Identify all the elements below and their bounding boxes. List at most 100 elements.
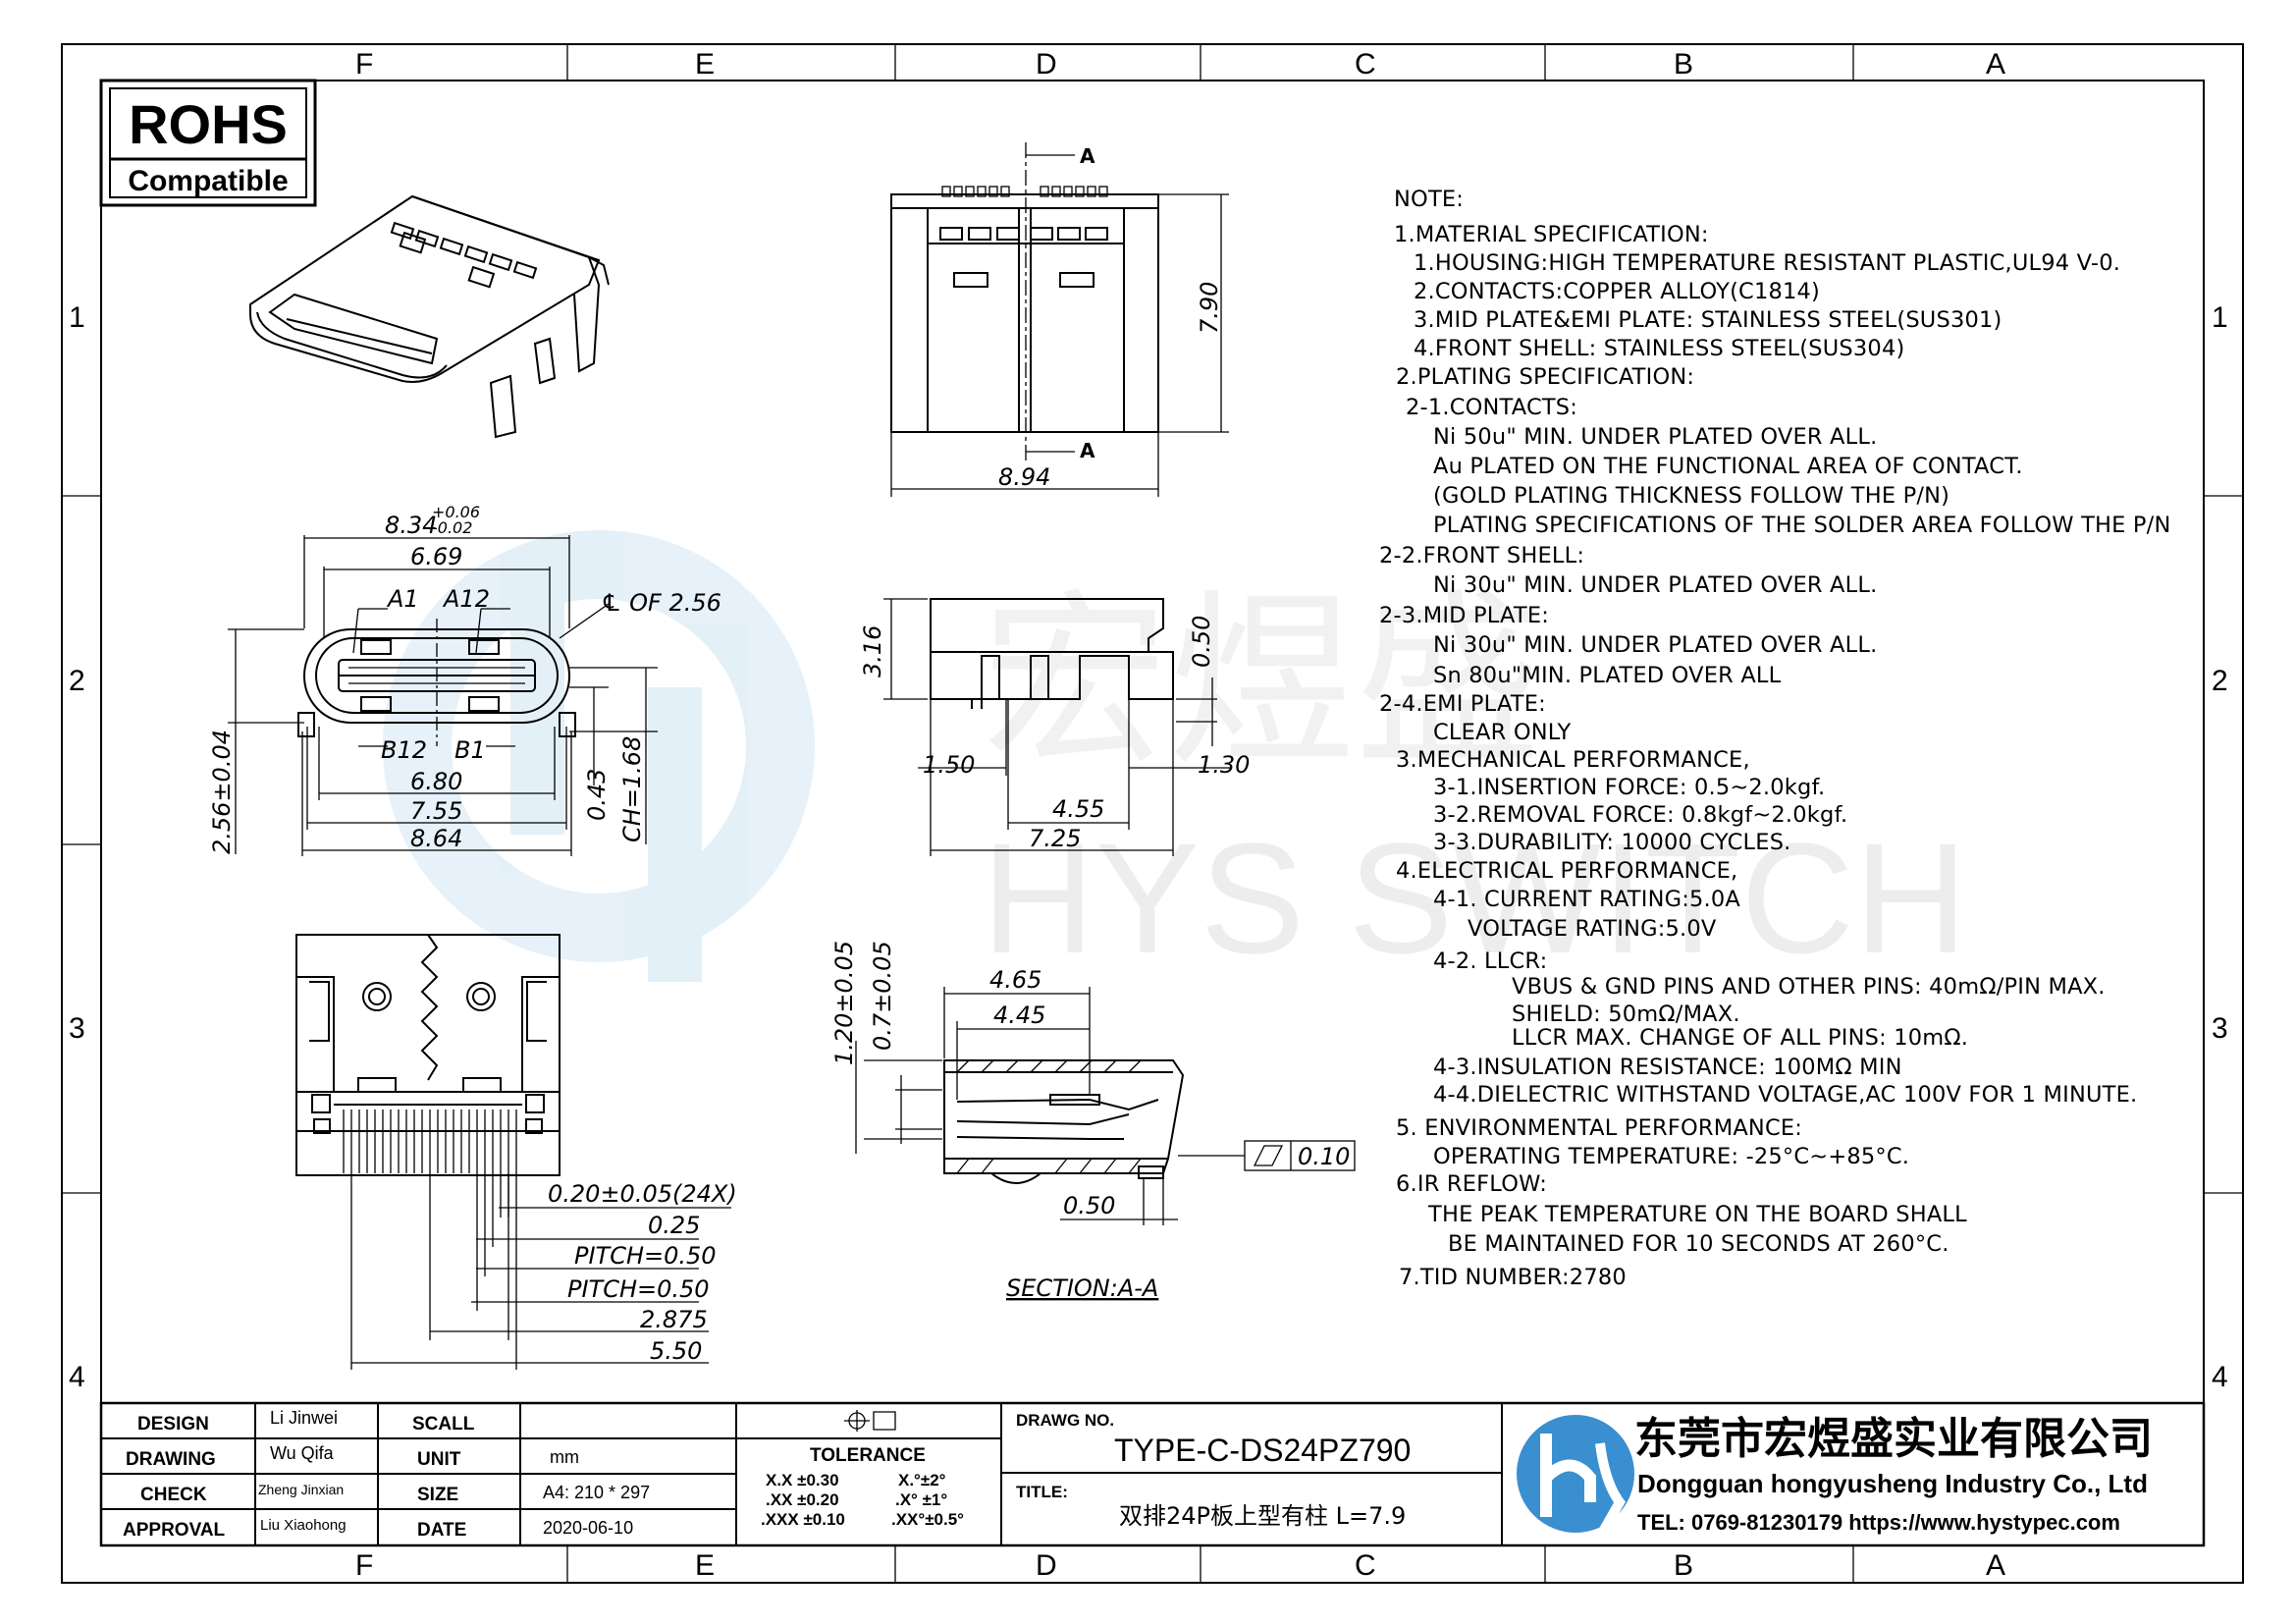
zone-col-bottom-c: C <box>1355 1549 1376 1582</box>
note-line-17: 2-4.EMI PLATE: <box>1379 691 1546 717</box>
outer-border <box>61 43 2244 1584</box>
notes-block: NOTE: 1.MATERIAL SPECIFICATION: 1.HOUSIN… <box>1379 187 2170 1290</box>
note-line-3: 2.CONTACTS:COPPER ALLOY(C1814) <box>1414 279 1820 304</box>
dim-3-16: 3.16 <box>859 625 886 677</box>
company-contact: TEL: 0769-81230179 https://www.hystypec.… <box>1637 1510 2120 1535</box>
zone-col-top-d: D <box>1036 48 1057 81</box>
note-line-37: 7.TID NUMBER:2780 <box>1399 1265 1627 1290</box>
dim-pin-width: 0.20±0.05(24X) <box>548 1180 737 1208</box>
note-line-13: Ni 30u" MIN. UNDER PLATED OVER ALL. <box>1433 572 1877 598</box>
company-logo <box>1513 1411 1638 1540</box>
note-line-30: 4-3.INSULATION RESISTANCE: 100MΩ MIN <box>1433 1055 1902 1080</box>
note-line-0: NOTE: <box>1394 187 1464 212</box>
scall-label: SCALL <box>412 1414 475 1435</box>
dim-7-90: 7.90 <box>1196 282 1223 334</box>
front-view-dims <box>228 535 658 856</box>
note-line-32: 5. ENVIRONMENTAL PERFORMANCE: <box>1396 1115 1802 1141</box>
dim-pitch-2: PITCH=0.50 <box>567 1275 710 1303</box>
note-line-14: 2-3.MID PLATE: <box>1379 603 1549 628</box>
note-line-11: PLATING SPECIFICATIONS OF THE SOLDER ARE… <box>1433 513 2170 538</box>
zone-row-left-3: 3 <box>69 1012 85 1045</box>
dim-5-50: 5.50 <box>650 1337 702 1365</box>
note-line-36: BE MAINTAINED FOR 10 SECONDS AT 260°C. <box>1448 1231 1949 1257</box>
dim-2-875: 2.875 <box>640 1306 708 1333</box>
top-view-pins <box>343 1110 517 1173</box>
top-view-labels: 0.20±0.05(24X) 0.25 PITCH=0.50 PITCH=0.5… <box>548 1180 737 1365</box>
note-line-18: CLEAR ONLY <box>1433 720 1572 745</box>
zone-row-left-1: 1 <box>69 301 85 334</box>
drawing-label: DRAWING <box>126 1449 216 1470</box>
front-view-labels: 8.34 +0.06 -0.02 6.69 A1 A12 ℄ OF 2.56 B… <box>208 503 721 854</box>
dim-6-69: 6.69 <box>410 543 462 570</box>
flatness-tolerance: 0.10 <box>1298 1143 1350 1170</box>
note-line-10: (GOLD PLATING THICKNESS FOLLOW THE P/N) <box>1433 483 1949 509</box>
zone-ticks <box>62 44 2243 1583</box>
top-view <box>295 934 561 1176</box>
dim-0-25: 0.25 <box>648 1212 700 1239</box>
design-label: DESIGN <box>137 1414 209 1435</box>
check-label: CHECK <box>140 1485 207 1505</box>
note-line-31: 4-4.DIELECTRIC WITHSTAND VOLTAGE,AC 100V… <box>1433 1082 2137 1108</box>
zone-row-right-1: 1 <box>2212 301 2228 334</box>
zone-col-top-e: E <box>695 48 715 81</box>
dim-8-34-plus: +0.06 <box>432 503 480 521</box>
title-block: DESIGN DRAWING CHECK APPROVAL SCALL UNIT… <box>99 1401 2206 1547</box>
note-line-20: 3-1.INSERTION FORCE: 0.5~2.0kgf. <box>1433 775 1825 800</box>
note-line-16: Sn 80u"MIN. PLATED OVER ALL <box>1433 663 1782 688</box>
section-mark-top: A <box>1080 144 1095 168</box>
tol-x: X.X ±0.30 <box>766 1471 839 1489</box>
note-line-12: 2-2.FRONT SHELL: <box>1379 543 1584 568</box>
section-label: SECTION:A-A <box>1006 1274 1158 1302</box>
note-line-25: VOLTAGE RATING:5.0V <box>1468 916 1717 942</box>
note-line-35: THE PEAK TEMPERATURE ON THE BOARD SHALL <box>1427 1202 1967 1227</box>
approval-label: APPROVAL <box>123 1520 226 1541</box>
dim-6-80: 6.80 <box>410 768 462 795</box>
top-right-view <box>890 193 1159 433</box>
date-value: 2020-06-10 <box>543 1518 633 1538</box>
top-right-labels: A A 7.90 8.94 <box>998 144 1223 491</box>
note-line-1: 1.MATERIAL SPECIFICATION: <box>1394 222 1709 247</box>
pin-b12: B12 <box>381 736 427 764</box>
zone-row-right-4: 4 <box>2212 1361 2228 1393</box>
zone-col-bottom-e: E <box>695 1549 715 1582</box>
note-line-21: 3-2.REMOVAL FORCE: 0.8kgf~2.0kgf. <box>1433 802 1847 828</box>
drawg-no-value: TYPE-C-DS24PZ790 <box>1114 1433 1411 1468</box>
pin-a1: A1 <box>386 585 419 613</box>
dim-ch-1-68: CH=1.68 <box>618 736 646 842</box>
tolerance-label: TOLERANCE <box>810 1445 926 1466</box>
dim-1-20: 1.20±0.05 <box>830 941 858 1065</box>
note-line-33: OPERATING TEMPERATURE: -25°C~+85°C. <box>1433 1144 1909 1169</box>
zone-row-left-4: 4 <box>69 1361 85 1393</box>
watermark-text: HYS SWITCH <box>982 810 1967 986</box>
note-line-29: LLCR MAX. CHANGE OF ALL PINS: 10mΩ. <box>1512 1025 1968 1051</box>
note-line-26: 4-2. LLCR: <box>1433 948 1547 974</box>
design-value: Li Jinwei <box>270 1408 338 1428</box>
note-line-4: 3.MID PLATE&EMI PLATE: STAINLESS STEEL(S… <box>1414 307 2002 333</box>
section-labels: 1.20±0.05 0.7±0.05 4.65 4.45 0.10 0.50 S… <box>830 941 1350 1302</box>
centerline-label: ℄ OF 2.56 <box>601 589 721 617</box>
dim-7-55: 7.55 <box>410 797 462 825</box>
top-right-dims <box>890 142 1229 497</box>
unit-label: UNIT <box>417 1449 461 1470</box>
side-view-labels: 3.16 0.50 1.50 1.30 4.55 7.25 <box>859 616 1250 852</box>
section-dims <box>855 987 1356 1225</box>
zone-col-top-f: F <box>355 48 373 81</box>
rohs-badge: ROHS Compatible <box>99 79 317 207</box>
dim-pitch-1: PITCH=0.50 <box>574 1242 717 1270</box>
date-label: DATE <box>417 1520 466 1541</box>
zone-col-bottom-d: D <box>1036 1549 1057 1582</box>
dim-1-50: 1.50 <box>923 751 975 779</box>
zone-col-top-c: C <box>1355 48 1376 81</box>
company-name-cn: 东莞市宏煜盛实业有限公司 <box>1634 1414 2153 1464</box>
dim-1-30: 1.30 <box>1198 751 1250 779</box>
dim-2-56: 2.56±0.04 <box>208 730 236 854</box>
note-line-28: SHIELD: 50mΩ/MAX. <box>1512 1001 1740 1027</box>
note-line-24: 4-1. CURRENT RATING:5.0A <box>1433 887 1740 912</box>
watermark-chinese: 宏煜盛 <box>982 573 1541 790</box>
top-view-dims <box>350 1173 731 1370</box>
dim-4-45: 4.45 <box>993 1001 1045 1029</box>
side-view-dims <box>883 598 1232 856</box>
section-view <box>943 1059 1185 1184</box>
zone-row-right-2: 2 <box>2212 665 2228 697</box>
